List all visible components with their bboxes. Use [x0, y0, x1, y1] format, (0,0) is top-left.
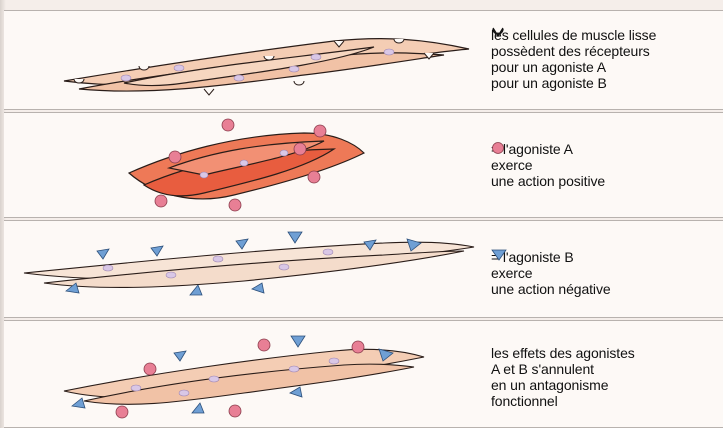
- agonist-b-triangle: [192, 403, 204, 413]
- agonist-b-triangle: [291, 336, 305, 347]
- agonist-a-circle: [294, 143, 306, 155]
- agonist-b-triangle: [288, 232, 302, 243]
- panel-2-caption: = l'agoniste A exerce une action positiv…: [491, 141, 605, 189]
- caption-line: A et B s'annulent: [491, 361, 635, 377]
- muscle-cell-bundle-resting: [4, 11, 484, 109]
- panel-4-caption: les effets des agonistes A et B s'annule…: [491, 345, 635, 409]
- agonist-b-triangle: [174, 351, 186, 361]
- agonist-b-triangle: [252, 283, 264, 293]
- caption-line: pour un agoniste A: [491, 59, 606, 75]
- agonist-a-circle: [155, 195, 167, 207]
- agonist-a-circle: [116, 406, 128, 418]
- muscle-cell-bundle-relaxed: [4, 221, 484, 317]
- agonist-b-triangle: [72, 398, 85, 408]
- caption-line: les effets des agonistes: [491, 345, 635, 361]
- agonist-a-circle: [258, 339, 270, 351]
- agonist-b-triangle: [97, 249, 109, 259]
- muscle-cell-bundle-balanced: [4, 321, 484, 427]
- agonist-a-circle: [169, 151, 181, 163]
- panel-agonist-b: = l'agoniste B exerce une action négativ…: [4, 220, 723, 318]
- caption-line: en un antagonisme: [491, 377, 635, 393]
- pink-circle-icon: [491, 141, 505, 155]
- caption-line: une action positive: [491, 173, 605, 189]
- agonist-b-triangle: [151, 246, 163, 256]
- agonist-b-triangle: [290, 387, 302, 397]
- caption-line: pour un agoniste B: [491, 75, 607, 91]
- agonist-a-circle: [229, 199, 241, 211]
- caption-line: possèdent des récepteurs: [491, 43, 656, 59]
- agonist-a-circle: [308, 171, 320, 183]
- panel-3-caption: = l'agoniste B exerce une action négativ…: [491, 249, 611, 297]
- panel-1-caption: les cellules de muscle lisse possèdent d…: [491, 27, 656, 91]
- caption-line: fonctionnel: [491, 393, 635, 409]
- agonist-a-circle: [352, 341, 364, 353]
- blue-triangle-icon: [491, 249, 507, 261]
- agonist-a-circle: [222, 119, 234, 131]
- muscle-cell-bundle-contracted: [4, 113, 484, 217]
- caption-line: exerce: [491, 157, 605, 173]
- agonist-a-circle: [229, 405, 241, 417]
- agonist-a-circle: [144, 363, 156, 375]
- agonist-b-triangle: [190, 285, 202, 295]
- agonist-a-circle: [314, 125, 326, 137]
- panel-agonist-a: = l'agoniste A exerce une action positiv…: [4, 112, 723, 218]
- panel-receptors: les cellules de muscle lisse possèdent d…: [4, 10, 723, 110]
- caption-line: exerce: [491, 265, 611, 281]
- caption-line: les cellules de muscle lisse: [491, 27, 656, 43]
- panel-antagonism: les effets des agonistes A et B s'annule…: [4, 320, 723, 428]
- v-receptor-icon: [491, 27, 505, 37]
- caption-line: une action négative: [491, 281, 611, 297]
- agonist-b-triangle: [236, 239, 248, 249]
